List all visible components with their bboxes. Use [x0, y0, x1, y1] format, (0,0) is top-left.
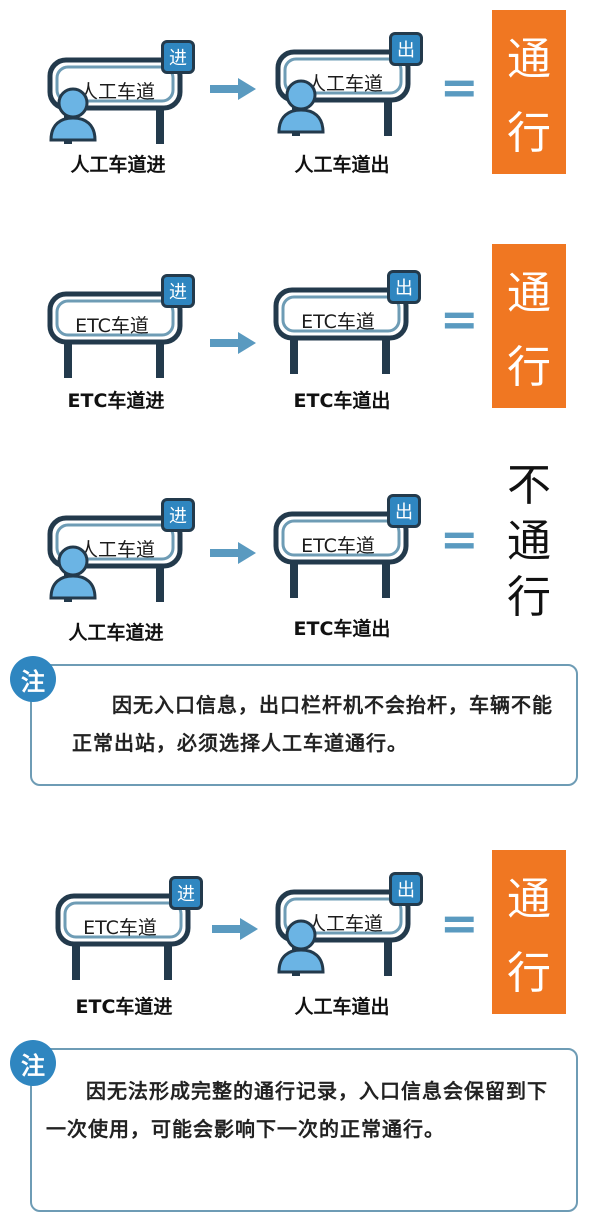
person-icon	[277, 79, 325, 134]
exit-caption: 人工车道出	[294, 154, 390, 176]
exit-badge: 出	[387, 494, 421, 528]
exit-sign-text: ETC车道	[301, 310, 375, 333]
note-badge-1: 注	[10, 656, 56, 702]
gate-frame	[47, 515, 183, 602]
result-box: 通 行	[492, 10, 566, 174]
entry-caption: ETC车道进	[75, 996, 173, 1018]
result-char: 行	[507, 948, 551, 999]
equals-sign: =	[440, 292, 479, 346]
note-text: 因无法形成完整的通行记录，入口信息会保留到下一次使用，可能会影响下一次的正常通行…	[46, 1079, 548, 1141]
gate-frame	[273, 511, 409, 598]
entry-sign-text: ETC车道	[83, 916, 157, 939]
entry-caption: ETC车道进	[67, 390, 165, 412]
note-box-1: 因无入口信息，出口栏杆机不会抬杆，车辆不能正常出站，必须选择人工车道通行。	[30, 664, 578, 786]
diagram-row-2: ETC车道 进 ETC车道进 ETC车道 出 ETC车道出 = 通 行	[0, 244, 600, 444]
gate-frame	[273, 287, 409, 374]
entry-caption: 人工车道进	[68, 622, 164, 644]
person-icon	[277, 919, 325, 974]
exit-sign-text: 人工车道	[306, 72, 383, 95]
result-box: 通 行	[492, 850, 566, 1014]
result-char: 行	[507, 342, 551, 393]
exit-badge: 出	[389, 32, 423, 66]
arrow-right-icon	[210, 542, 256, 564]
result-char: 不	[507, 460, 551, 511]
entry-badge: 进	[161, 40, 195, 74]
result-text: 不 通 行	[492, 458, 566, 626]
entry-badge: 进	[161, 274, 195, 308]
entry-badge: 进	[169, 876, 203, 910]
diagram-row-3: 人工车道 进 人工车道进 ETC车道 出 ETC车道出 = 不 通 行	[0, 460, 600, 668]
note-box-2: 因无法形成完整的通行记录，入口信息会保留到下一次使用，可能会影响下一次的正常通行…	[30, 1048, 578, 1212]
exit-caption: 人工车道出	[294, 996, 390, 1018]
exit-sign-text: ETC车道	[301, 534, 375, 557]
entry-badge: 进	[161, 498, 195, 532]
result-char: 通	[507, 268, 551, 319]
exit-caption: ETC车道出	[293, 618, 391, 640]
person-icon	[49, 87, 97, 142]
arrow-right-icon	[212, 918, 258, 940]
diagram-row-4: ETC车道 进 ETC车道进 人工车道 出 人工车道出 = 通 行	[0, 850, 600, 1050]
exit-caption: ETC车道出	[293, 390, 391, 412]
exit-sign-text: 人工车道	[306, 912, 383, 935]
arrow-right-icon	[210, 332, 256, 354]
note-text: 因无入口信息，出口栏杆机不会抬杆，车辆不能正常出站，必须选择人工车道通行。	[72, 693, 553, 755]
exit-badge: 出	[389, 872, 423, 906]
entry-gate: 人工车道 进	[44, 498, 204, 638]
exit-gate: 人工车道 出	[272, 872, 432, 1012]
equals-sign: =	[440, 60, 479, 114]
gate-frame	[55, 893, 191, 980]
entry-caption: 人工车道进	[70, 154, 166, 176]
entry-sign-text: 人工车道	[78, 80, 155, 103]
arrow-right-icon	[210, 78, 256, 100]
result-char: 行	[507, 572, 551, 623]
note-badge-2: 注	[10, 1040, 56, 1086]
entry-gate: ETC车道 进	[52, 876, 212, 1016]
equals-sign: =	[440, 512, 479, 566]
gate-frame	[47, 291, 183, 378]
entry-gate: ETC车道 进	[44, 274, 204, 414]
equals-sign: =	[440, 896, 479, 950]
entry-sign-text: 人工车道	[78, 538, 155, 561]
result-char: 行	[507, 108, 551, 159]
exit-gate: ETC车道 出	[270, 494, 430, 634]
exit-badge: 出	[387, 270, 421, 304]
result-char: 通	[507, 516, 551, 567]
diagram-row-1: 人工车道 进 人工车道进 人工车道 出 人工车道出 = 通 行	[0, 10, 600, 210]
result-char: 通	[507, 874, 551, 925]
person-icon	[49, 545, 97, 600]
exit-gate: 人工车道 出	[272, 32, 432, 172]
result-box: 通 行	[492, 244, 566, 408]
exit-gate: ETC车道 出	[270, 270, 430, 410]
result-char: 通	[507, 34, 551, 85]
entry-sign-text: ETC车道	[75, 314, 149, 337]
entry-gate: 人工车道 进	[44, 40, 204, 180]
